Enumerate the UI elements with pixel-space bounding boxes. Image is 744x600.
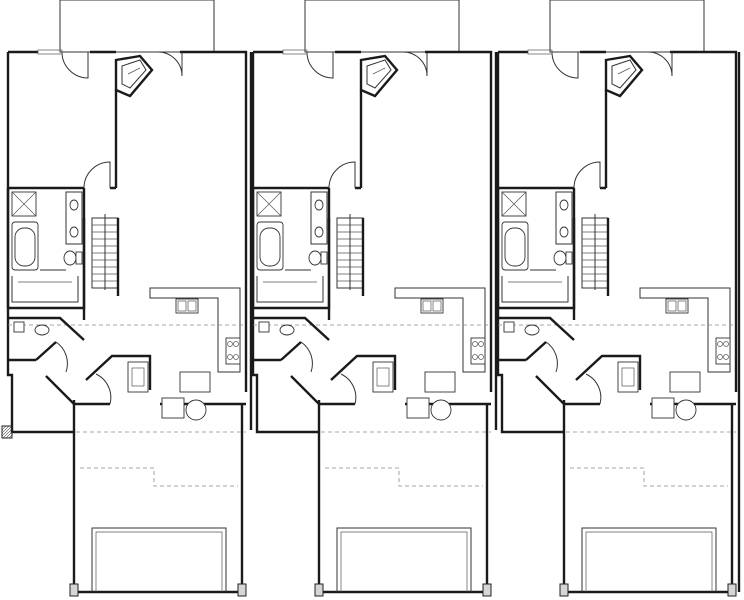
corner-post	[1, 425, 13, 439]
